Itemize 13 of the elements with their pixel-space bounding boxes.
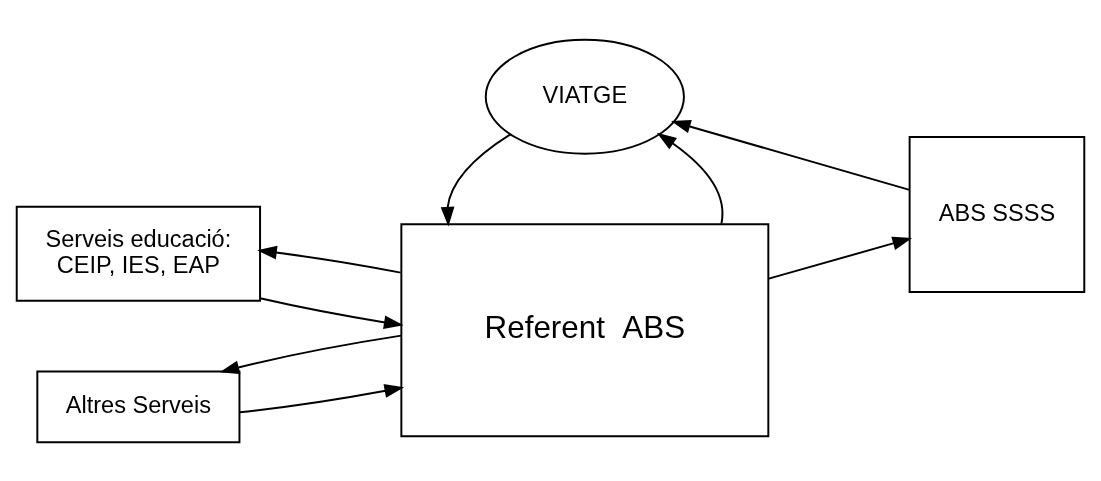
arrow	[259, 296, 404, 329]
node-box: Altres Serveis	[36, 370, 241, 443]
arrow	[767, 236, 913, 280]
node-box: Serveis educació: CEIP, IES, EAP	[15, 205, 262, 302]
arrow	[671, 119, 911, 191]
node-ellipse: VIATGE	[484, 38, 685, 155]
arrow	[238, 383, 405, 413]
arrow	[219, 334, 403, 374]
node-box: Referent ABS	[400, 222, 770, 437]
arrow	[257, 245, 402, 274]
node-box: ABS SSSS	[908, 135, 1086, 293]
arrow	[440, 132, 512, 226]
arrow	[656, 132, 724, 225]
